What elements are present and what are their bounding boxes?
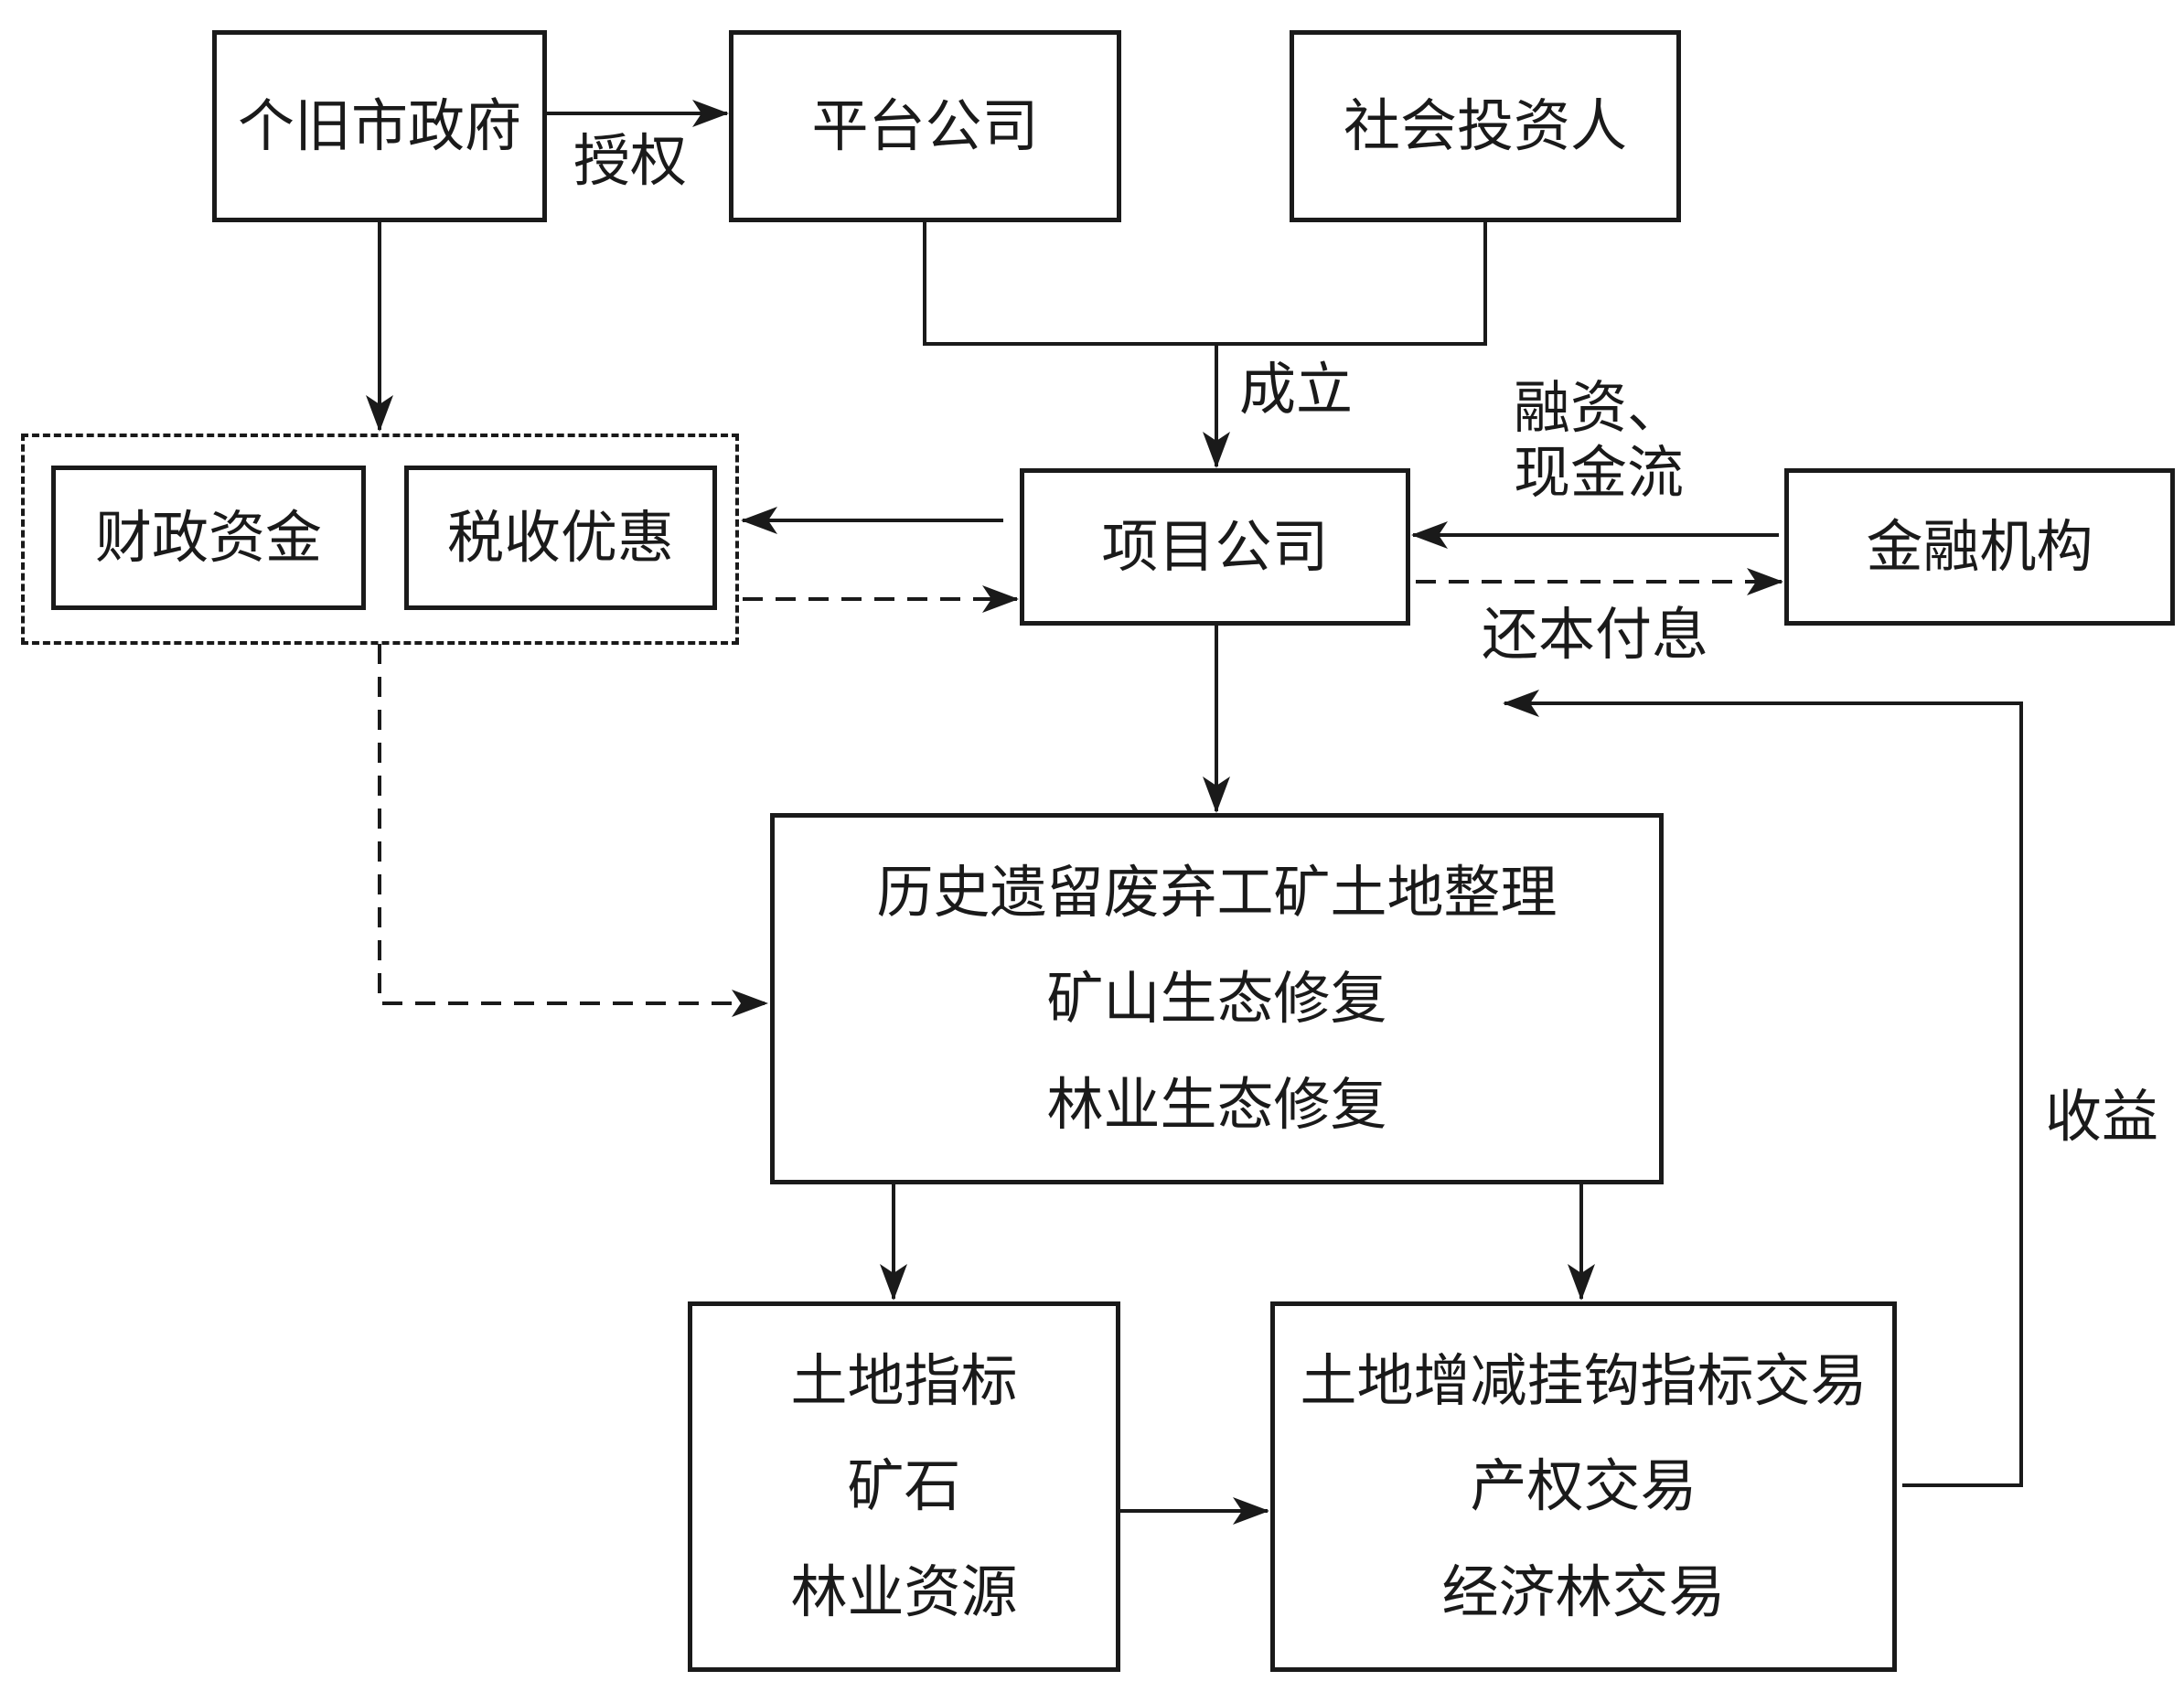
node-label: 项目公司 [1101,512,1329,580]
remediation-item: 历史遗留废弃工矿土地整理 [876,858,1558,926]
node-trading: 土地增减挂钩指标交易 产权交易 经济林交易 [1270,1301,1897,1672]
node-gejiu-government: 个旧市政府 [212,30,547,222]
edge-label-authorize: 授权 [573,127,688,194]
edge-label-revenue: 收益 [2045,1083,2159,1150]
remediation-item: 矿山生态修复 [1046,964,1387,1032]
node-label: 社会投资人 [1343,91,1627,159]
connector-establish [923,221,1487,346]
edge-label-establish: 成立 [1239,356,1354,423]
arrow-policy-to-remediation [378,644,768,1017]
trading-item: 经济林交易 [1441,1558,1726,1626]
trading-item: 产权交易 [1470,1452,1697,1520]
node-label: 平台公司 [811,91,1039,159]
arrow-revenue [1503,690,2023,1487]
policy-support-group [21,434,739,645]
resource-item: 矿石 [847,1452,961,1520]
node-financial-institution: 金融机构 [1784,468,2175,626]
node-tax-incentives: 税收优惠 [404,466,717,610]
node-project-company: 项目公司 [1020,468,1410,626]
node-label: 金融机构 [1866,512,2093,580]
node-label: 财政资金 [94,503,322,571]
node-fiscal-funds: 财政资金 [51,466,366,610]
node-label: 税收优惠 [446,503,674,571]
financing-line-2: 现金流 [1514,439,1685,507]
edge-label-repay: 还本付息 [1482,601,1709,668]
edge-label-financing: 融资、 现金流 [1514,375,1684,506]
resource-item: 林业资源 [790,1558,1018,1626]
node-resources: 土地指标 矿石 林业资源 [688,1301,1120,1672]
trading-item: 土地增减挂钩指标交易 [1300,1346,1868,1414]
node-remediation: 历史遗留废弃工矿土地整理 矿山生态修复 林业生态修复 [770,813,1664,1184]
node-platform-company: 平台公司 [729,30,1121,222]
resource-item: 土地指标 [790,1346,1018,1414]
node-label: 个旧市政府 [237,91,521,159]
financing-line-1: 融资、 [1514,374,1685,441]
node-social-investor: 社会投资人 [1290,30,1681,222]
remediation-item: 林业生态修复 [1046,1070,1387,1138]
